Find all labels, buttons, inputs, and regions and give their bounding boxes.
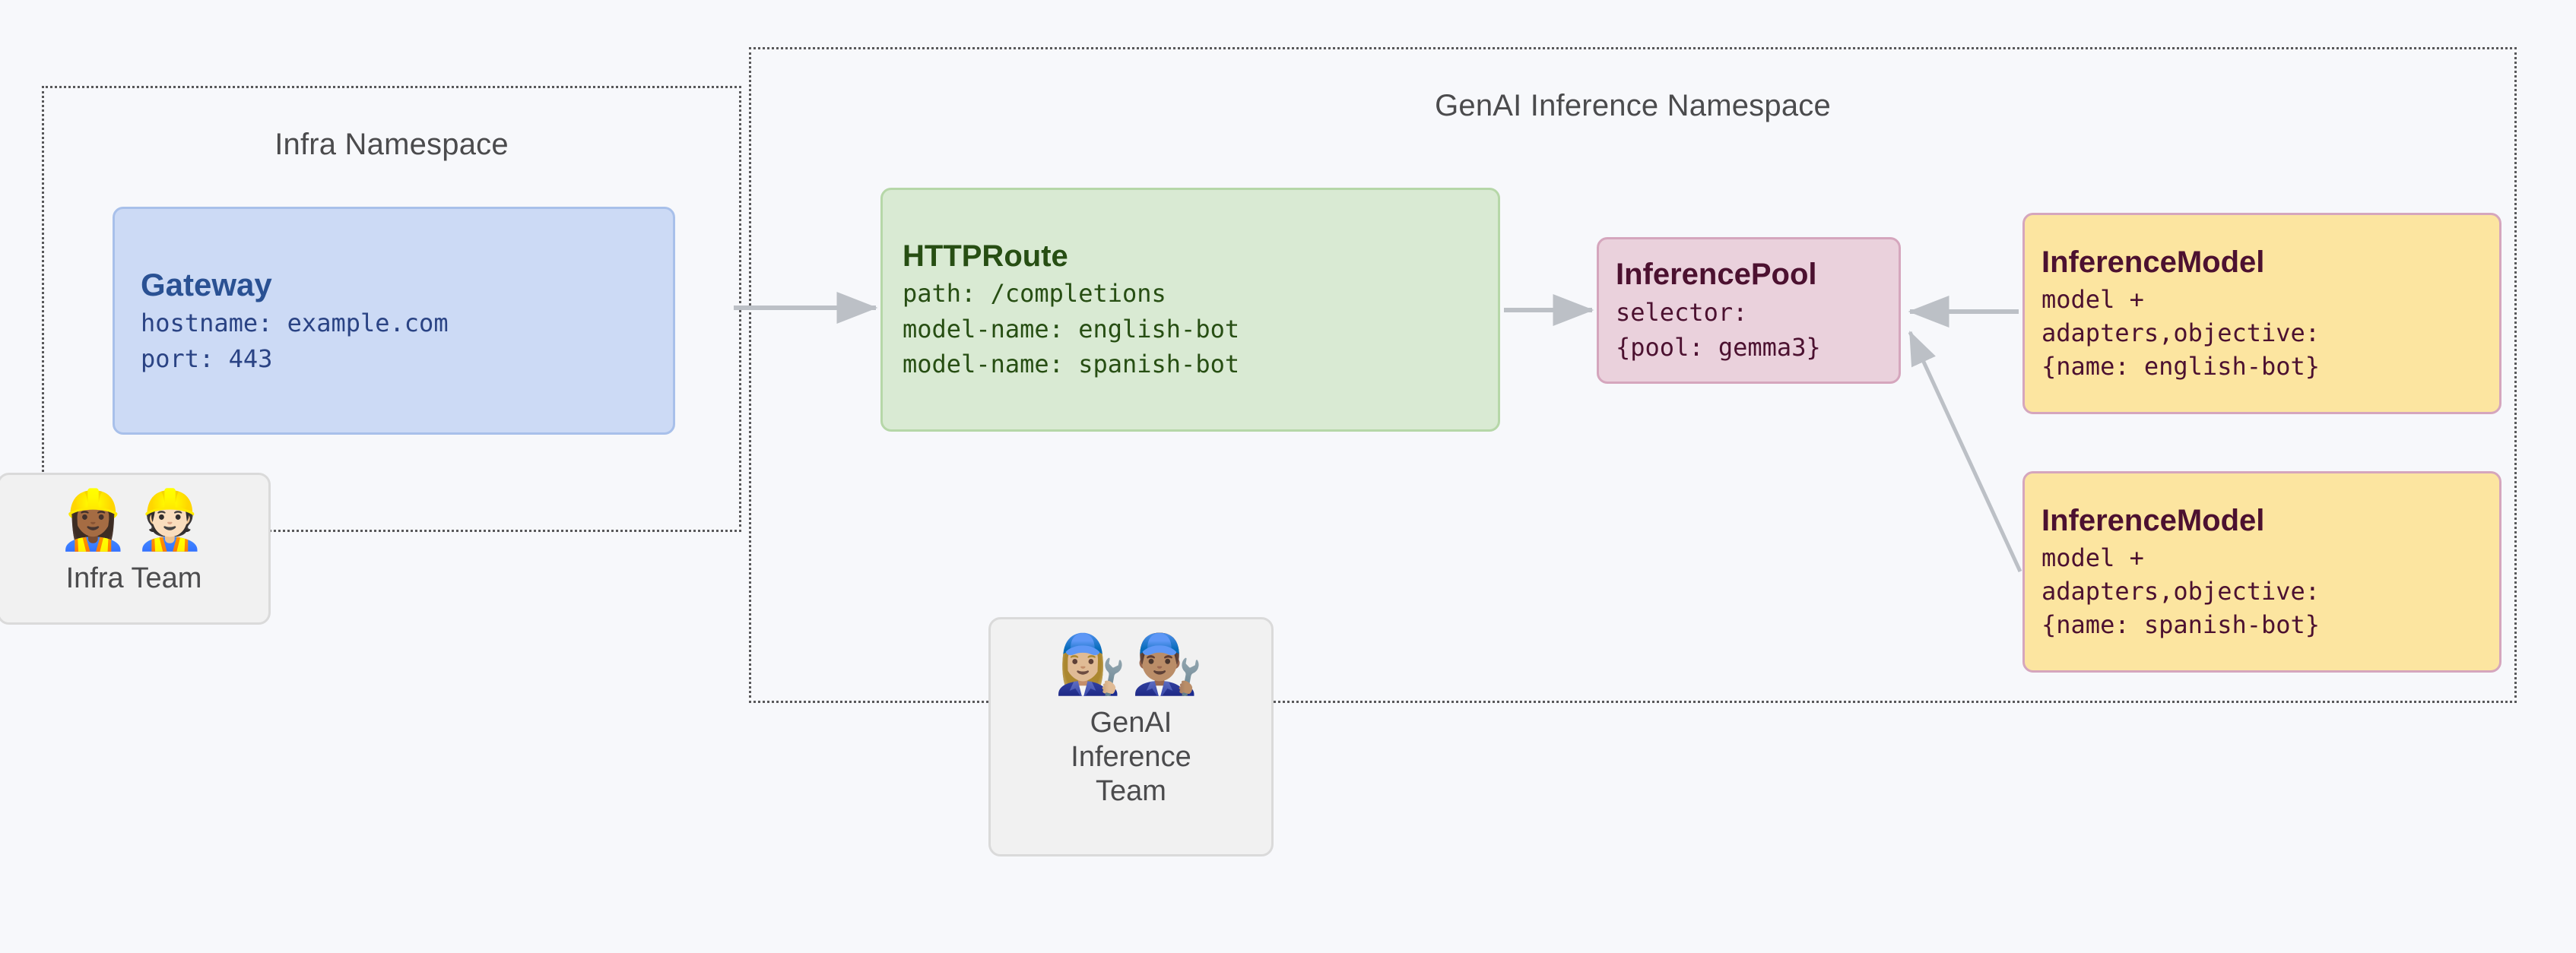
card-inferencemodel-english-bot-line-1: adapters,objective: xyxy=(2041,318,2321,347)
team-badge-genai-inference[interactable]: 👩🏼‍🔧👨🏽‍🔧 GenAI Inference Team xyxy=(988,617,1274,856)
namespace-genai-inference-title: GenAI Inference Namespace xyxy=(1435,89,1831,122)
card-httproute-title: HTTPRoute xyxy=(903,239,1068,273)
card-httproute-line-1: model-name: english-bot xyxy=(903,314,1240,344)
team-badge-genai-label-line-1: Inference xyxy=(1071,740,1191,773)
card-inferencemodel-spanish-bot-line-1: adapters,objective: xyxy=(2041,576,2321,606)
card-inferencemodel-spanish-bot-line-0: model + xyxy=(2041,543,2144,572)
card-gateway-title: Gateway xyxy=(141,266,272,302)
card-inferencepool-line-0: selector: xyxy=(1616,297,1748,327)
card-gateway[interactable]: Gateway hostname: example.com port: 443 xyxy=(113,207,675,435)
namespace-infra-title: Infra Namespace xyxy=(274,128,509,161)
card-httproute-line-0: path: /completions xyxy=(903,279,1166,309)
card-inferencemodel-english-bot[interactable]: InferenceModel model + adapters,objectiv… xyxy=(2022,213,2501,414)
card-inferencemodel-spanish-bot[interactable]: InferenceModel model + adapters,objectiv… xyxy=(2022,471,2501,673)
card-gateway-line-0: hostname: example.com xyxy=(141,309,449,338)
card-inferencemodel-english-bot-line-2: {name: english-bot} xyxy=(2041,351,2321,381)
card-inferencepool-line-1: {pool: gemma3} xyxy=(1616,332,1821,362)
team-badge-infra[interactable]: 👷🏾‍♀️👷🏻 Infra Team xyxy=(0,473,271,625)
team-badge-infra-label: Infra Team xyxy=(65,562,202,594)
construction-worker-icons: 👷🏾‍♀️👷🏻 xyxy=(57,488,211,552)
card-inferencepool[interactable]: InferencePool selector: {pool: gemma3} xyxy=(1597,237,1901,384)
team-badge-genai-inference-label: GenAI Inference Team xyxy=(1071,706,1191,808)
card-inferencemodel-english-bot-title: InferenceModel xyxy=(2041,245,2265,279)
card-httproute-line-2: model-name: spanish-bot xyxy=(903,350,1240,379)
mechanic-icons: 👩🏼‍🔧👨🏽‍🔧 xyxy=(1054,632,1208,697)
card-inferencemodel-spanish-bot-line-2: {name: spanish-bot} xyxy=(2041,609,2321,639)
namespace-genai-inference xyxy=(749,47,2517,703)
card-inferencemodel-english-bot-line-0: model + xyxy=(2041,284,2144,314)
card-gateway-line-1: port: 443 xyxy=(141,344,273,373)
card-httproute[interactable]: HTTPRoute path: /completions model-name:… xyxy=(880,188,1500,432)
team-badge-genai-label-line-0: GenAI xyxy=(1090,707,1172,739)
card-inferencepool-title: InferencePool xyxy=(1616,257,1817,291)
card-inferencemodel-spanish-bot-title: InferenceModel xyxy=(2041,503,2265,537)
team-badge-genai-label-line-2: Team xyxy=(1096,774,1166,807)
